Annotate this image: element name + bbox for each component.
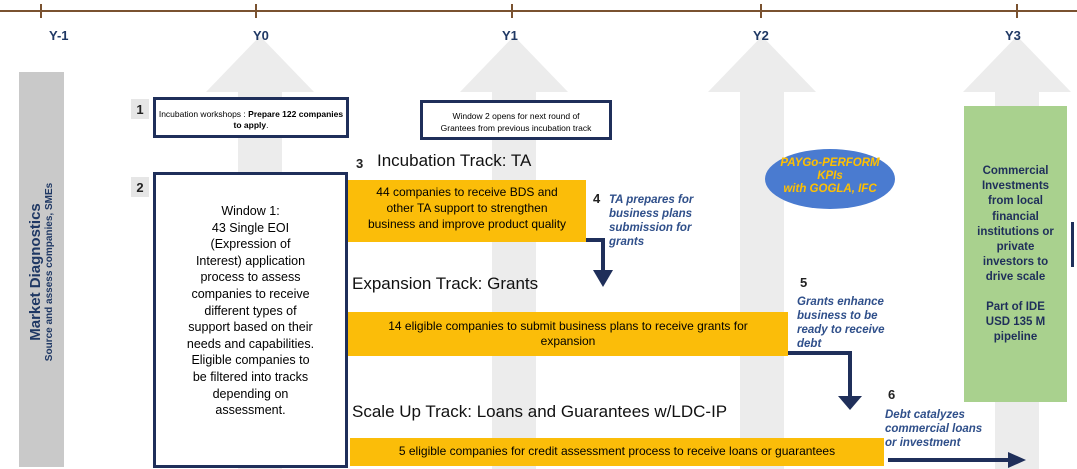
step-1-text: Incubation workshops :	[158, 109, 249, 119]
scaleup-track-title: Scale Up Track: Loans and Guarantees w/L…	[352, 402, 728, 421]
incubation-track-box: 44 companies to receive BDS and other TA…	[348, 180, 586, 242]
window-1-line: companies to receive	[191, 286, 310, 301]
paygo-perform-ellipse: PAYGo-PERFORM KPIs with GOGLA, IFC	[765, 149, 895, 209]
expansion-line: expansion	[540, 334, 596, 348]
year-label: Y1	[502, 28, 518, 43]
step-6-line: or investment	[885, 437, 961, 449]
market-diagnostics-title: Market Diagnostics	[27, 203, 44, 341]
window-1-line: depending on	[212, 386, 289, 401]
window-1-line: 43 Single EOI	[211, 220, 290, 235]
pipeline-line: pipeline	[993, 331, 1038, 344]
window-1-line: support based on their	[188, 320, 313, 335]
window-1-line: Eligible companies to	[191, 353, 310, 368]
step-5-note: Grants enhance business to be ready to r…	[797, 295, 885, 351]
connector-arrow-3-to-expansion	[586, 238, 605, 272]
step-number-5: 5	[800, 275, 808, 290]
market-diagnostics-subtitle: Source and assess companies, SMEs	[44, 182, 55, 362]
step-number-6: 6	[888, 387, 896, 402]
year-label: Y2	[753, 28, 769, 43]
timeline-tick	[511, 4, 513, 18]
expansion-track-title: Expansion Track: Grants	[352, 274, 539, 293]
arrowhead-2	[838, 396, 862, 410]
commercial-line: Investments	[981, 180, 1050, 193]
timeline-tick	[255, 4, 257, 18]
commercial-line: financial	[992, 210, 1039, 223]
step-4-line: submission for	[609, 222, 692, 234]
step-number-1: 1	[131, 99, 149, 119]
commercial-line: drive scale	[985, 271, 1046, 284]
step-1-box: Incubation workshops : Prepare 122 compa…	[153, 97, 349, 138]
market-diagnostics-bar: Market Diagnostics Source and assess com…	[19, 72, 64, 467]
step-number-2: 2	[131, 177, 149, 197]
incubation-line: 44 companies to receive BDS and	[376, 185, 558, 199]
step-number-4: 4	[593, 191, 601, 206]
paygo-kpis: KPIs	[817, 170, 843, 182]
paygo-partners: with GOGLA, IFC	[783, 183, 877, 195]
window-2-box: Window 2 opens for next round of Grantee…	[420, 100, 612, 140]
incubation-track-title: Incubation Track: TA	[377, 151, 532, 170]
window-1-line: Window 1:	[221, 204, 280, 218]
commercial-line: institutions or	[977, 225, 1054, 238]
commercial-investments-box: Commercial Investments from local financ…	[964, 106, 1067, 402]
year-label: Y3	[1005, 28, 1021, 43]
arrowhead-3	[1008, 452, 1026, 468]
window-1-box: Window 1: 43 Single EOI (Expression of I…	[153, 172, 348, 468]
pipeline-line: Part of IDE	[986, 300, 1045, 313]
scaleup-text: 5 eligible companies for credit assessme…	[398, 444, 836, 458]
step-5-line: Grants enhance	[797, 296, 884, 308]
expansion-line: 14 eligible companies to submit business…	[388, 319, 748, 333]
step-6-line: commercial loans	[885, 423, 983, 435]
step-4-line: business plans	[609, 208, 693, 220]
window-2-line: Grantees from previous incubation track	[440, 123, 592, 133]
timeline-tick	[40, 4, 42, 18]
step-4-line: TA prepares for	[609, 194, 694, 206]
step-6-line: Debt catalyzes	[885, 409, 965, 421]
year-label: Y0	[253, 28, 269, 43]
window-1-line: assessment.	[215, 403, 286, 418]
expansion-track-box: 14 eligible companies to submit business…	[348, 312, 788, 356]
incubation-line: other TA support to strengthen	[386, 201, 548, 215]
step-5-line: debt	[797, 338, 822, 350]
step-4-note: TA prepares for business plans submissio…	[609, 193, 693, 249]
window-1-line: be filtered into tracks	[192, 369, 309, 384]
step-number-3: 3	[356, 156, 364, 171]
step-1-period: .	[266, 120, 269, 130]
timeline-axis	[0, 10, 1077, 12]
window-2-line: Window 2 opens for next round of	[452, 111, 580, 121]
step-5-line: ready to receive	[797, 324, 885, 336]
window-1-line: different types of	[204, 303, 297, 318]
window-1-line: Interest) application	[195, 253, 306, 268]
ghost-arrow-y2	[708, 36, 816, 469]
step-5-line: business to be	[797, 310, 878, 322]
commercial-line: from local	[988, 195, 1043, 208]
window-1-line: (Expression of	[210, 237, 291, 252]
year-label: Y-1	[49, 28, 69, 43]
edge-marker	[1071, 222, 1074, 267]
pipeline-line: USD 135 M	[985, 315, 1046, 328]
commercial-line: investors to	[982, 256, 1049, 269]
window-1-line: process to assess	[200, 270, 301, 285]
timeline-tick	[760, 4, 762, 18]
timeline-tick	[1016, 4, 1018, 18]
window-1-line: needs and capabilities.	[186, 336, 315, 351]
scaleup-track-box: 5 eligible companies for credit assessme…	[350, 438, 884, 466]
commercial-line: private	[996, 241, 1035, 254]
arrowhead-1	[593, 270, 613, 287]
step-1-bold-text: Prepare 122 companies to apply	[233, 109, 344, 130]
paygo-title: PAYGo-PERFORM	[780, 157, 880, 169]
step-6-note: Debt catalyzes commercial loans or inves…	[885, 408, 982, 450]
step-4-line: grants	[609, 236, 645, 248]
incubation-line: business and improve product quality	[367, 217, 567, 231]
commercial-line: Commercial	[982, 165, 1049, 177]
ghost-arrow-y1	[460, 36, 568, 469]
